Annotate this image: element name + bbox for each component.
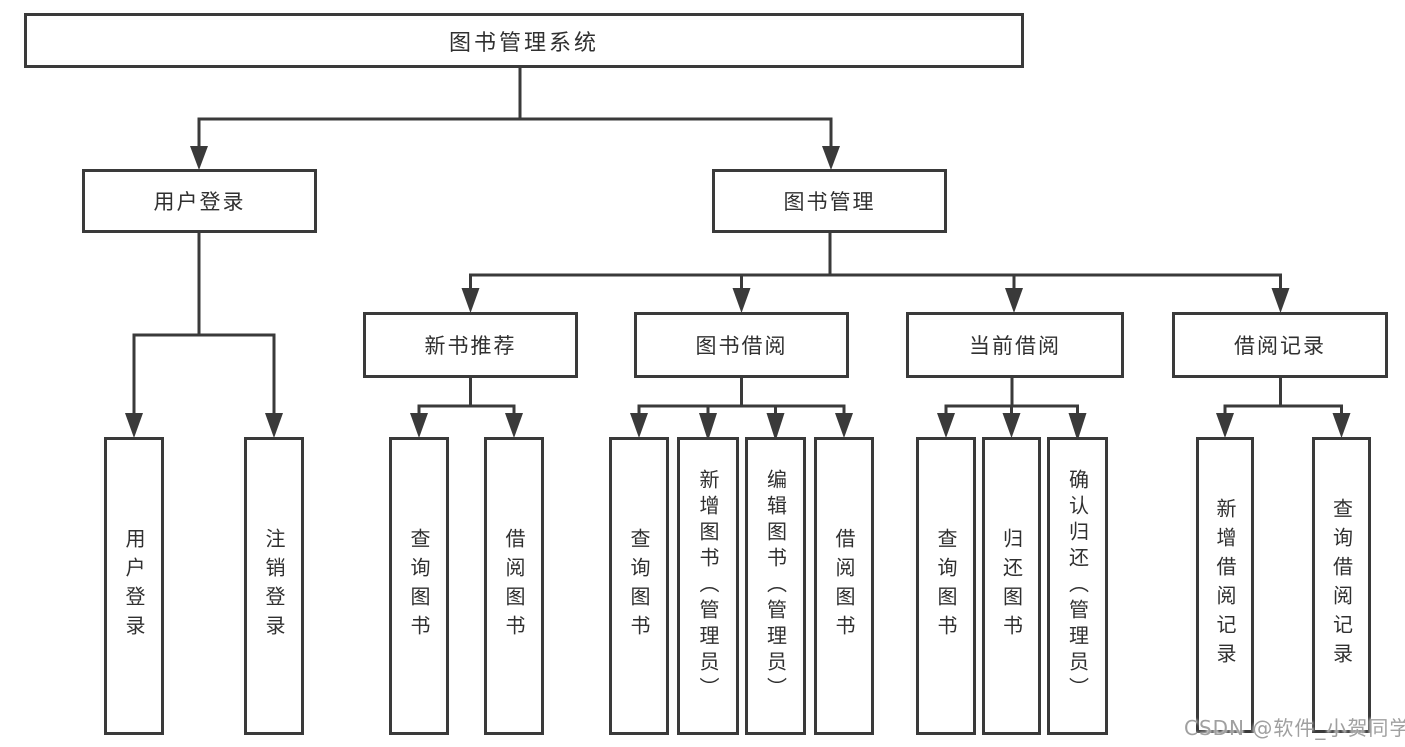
leaf-return-books: 归还图书 <box>982 437 1041 735</box>
leaf-label: 新增借阅记录 <box>1213 498 1237 672</box>
node-label: 新书推荐 <box>424 334 517 358</box>
leaf-query-borrow-record: 查询借阅记录 <box>1312 437 1371 733</box>
leaf-query-books-borrow: 查询图书 <box>609 437 669 735</box>
node-book-borrow: 图书借阅 <box>634 312 849 378</box>
node-label: 借阅记录 <box>1234 334 1326 358</box>
node-label: 图书管理 <box>783 190 876 214</box>
leaf-label: 用户登录 <box>122 528 146 644</box>
node-user-login: 用户登录 <box>82 169 317 233</box>
leaf-query-books-current: 查询图书 <box>916 437 976 735</box>
leaf-label: 借阅图书 <box>832 528 856 644</box>
leaf-label: 查询图书 <box>407 528 431 644</box>
leaf-confirm-return-admin: 确认归还（管理员） <box>1047 437 1108 735</box>
node-borrow-records: 借阅记录 <box>1172 312 1388 378</box>
node-library-management-system: 图书管理系统 <box>24 13 1024 68</box>
node-new-book-recommend: 新书推荐 <box>363 312 578 378</box>
leaf-label: 归还图书 <box>999 528 1024 644</box>
leaf-label: 查询图书 <box>627 528 651 644</box>
leaf-edit-books-admin: 编辑图书（管理员） <box>745 437 806 735</box>
leaf-borrow-books: 借阅图书 <box>814 437 874 735</box>
node-current-borrow: 当前借阅 <box>906 312 1124 378</box>
leaf-label: 新增图书（管理员） <box>696 469 720 703</box>
leaf-label: 编辑图书（管理员） <box>763 469 788 703</box>
watermark: CSDN @软件_小贺同学 <box>1184 716 1405 740</box>
leaf-logout: 注销登录 <box>244 437 304 735</box>
leaf-user-login: 用户登录 <box>104 437 164 735</box>
node-label: 用户登录 <box>153 190 246 214</box>
leaf-query-books-recommend: 查询图书 <box>389 437 449 735</box>
node-book-management: 图书管理 <box>712 169 947 233</box>
leaf-label: 查询图书 <box>934 528 958 644</box>
leaf-label: 查询借阅记录 <box>1329 498 1354 672</box>
leaf-add-borrow-record: 新增借阅记录 <box>1196 437 1254 733</box>
leaf-add-books-admin: 新增图书（管理员） <box>677 437 739 735</box>
node-label: 当前借阅 <box>969 334 1061 358</box>
node-label: 图书借阅 <box>695 334 788 358</box>
leaf-borrow-books-recommend: 借阅图书 <box>484 437 544 735</box>
leaf-label: 借阅图书 <box>502 528 526 644</box>
node-label: 图书管理系统 <box>448 30 599 56</box>
leaf-label: 确认归还（管理员） <box>1065 469 1090 703</box>
leaf-label: 注销登录 <box>262 528 286 644</box>
